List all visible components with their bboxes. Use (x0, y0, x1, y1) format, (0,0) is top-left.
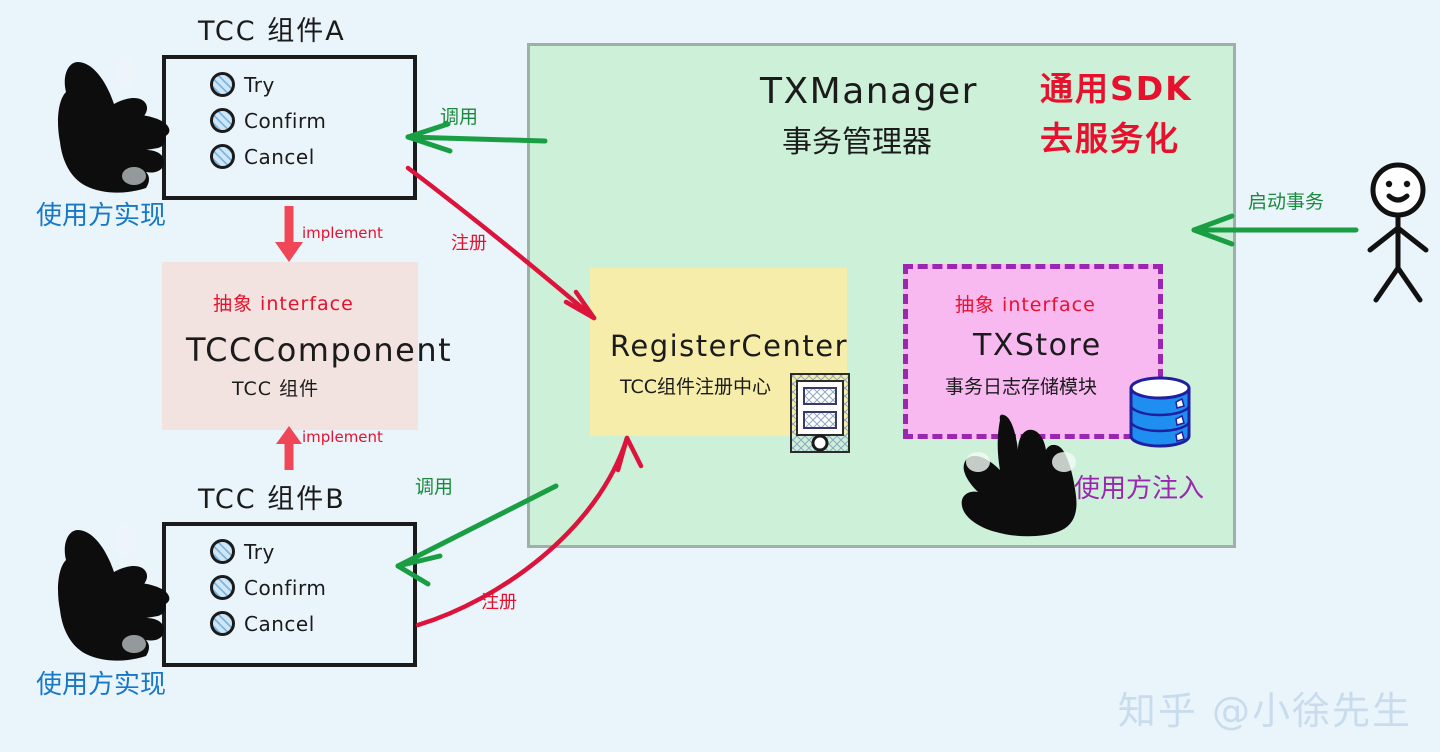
stick-figure-icon (1367, 162, 1429, 303)
edge-label-register-top: 注册 (451, 233, 487, 254)
call-arrow-top (405, 121, 548, 154)
txstore-subtitle: 事务日志存储模块 (945, 376, 1098, 398)
sdk-badge-line1: 通用SDK (1040, 69, 1193, 108)
registercenter-subtitle: TCC组件注册中心 (620, 376, 772, 398)
tcc-a-method-cancel: Cancel (210, 144, 413, 169)
tcc-a-method-try: Try (210, 72, 413, 97)
tcc-b-method-cancel: Cancel (210, 611, 413, 636)
tcccomponent-stereotype: 抽象 interface (213, 293, 354, 315)
tcc-b-owner-label: 使用方实现 (36, 670, 167, 700)
tcc-b-title: TCC 组件B (198, 484, 346, 515)
txstore-stereotype: 抽象 interface (955, 294, 1096, 316)
edge-label-call-top: 调用 (440, 106, 479, 128)
sdk-badge-line2: 去服务化 (1040, 119, 1180, 158)
tcc-component-a-box[interactable]: Try Confirm Cancel (162, 55, 417, 200)
txmanager-title: TXManager (760, 71, 978, 112)
registercenter-name: RegisterCenter (610, 329, 849, 363)
tcccomponent-interface-box[interactable] (162, 262, 418, 430)
tcc-a-method-confirm: Confirm (210, 108, 413, 133)
edge-label-call-bottom: 调用 (415, 476, 454, 498)
database-icon (1129, 376, 1191, 448)
tcc-a-title: TCC 组件A (198, 16, 346, 47)
pointing-hand-icon-a (58, 56, 170, 193)
edge-label-start-tx: 启动事务 (1248, 191, 1325, 213)
method-bullet-icon (210, 575, 235, 600)
tcccomponent-name: TCCComponent (186, 331, 453, 369)
tcc-b-method-confirm: Confirm (210, 575, 413, 600)
pointing-hand-icon-b (58, 524, 170, 661)
method-bullet-icon (210, 539, 235, 564)
txstore-name: TXStore (973, 328, 1102, 363)
tcc-b-method-try: Try (210, 539, 413, 564)
txstore-owner-label: 使用方注入 (1074, 474, 1205, 504)
device-registry-icon (790, 373, 850, 453)
edge-label-implement-bottom: implement (302, 428, 383, 446)
tcc-a-owner-label: 使用方实现 (36, 201, 167, 231)
txmanager-subtitle: 事务管理器 (782, 125, 932, 160)
method-bullet-icon (210, 108, 235, 133)
watermark: 知乎 @小徐先生 (1117, 689, 1412, 733)
method-bullet-icon (210, 611, 235, 636)
edge-label-implement-top: implement (302, 224, 383, 242)
tcc-component-b-box[interactable]: Try Confirm Cancel (162, 522, 417, 667)
implement-arrow-bottom (276, 426, 302, 470)
implement-arrow-top (275, 206, 303, 262)
tcccomponent-subtitle: TCC 组件 (232, 378, 320, 400)
method-bullet-icon (210, 144, 235, 169)
edge-label-register-bottom: 注册 (481, 592, 517, 613)
method-bullet-icon (210, 72, 235, 97)
